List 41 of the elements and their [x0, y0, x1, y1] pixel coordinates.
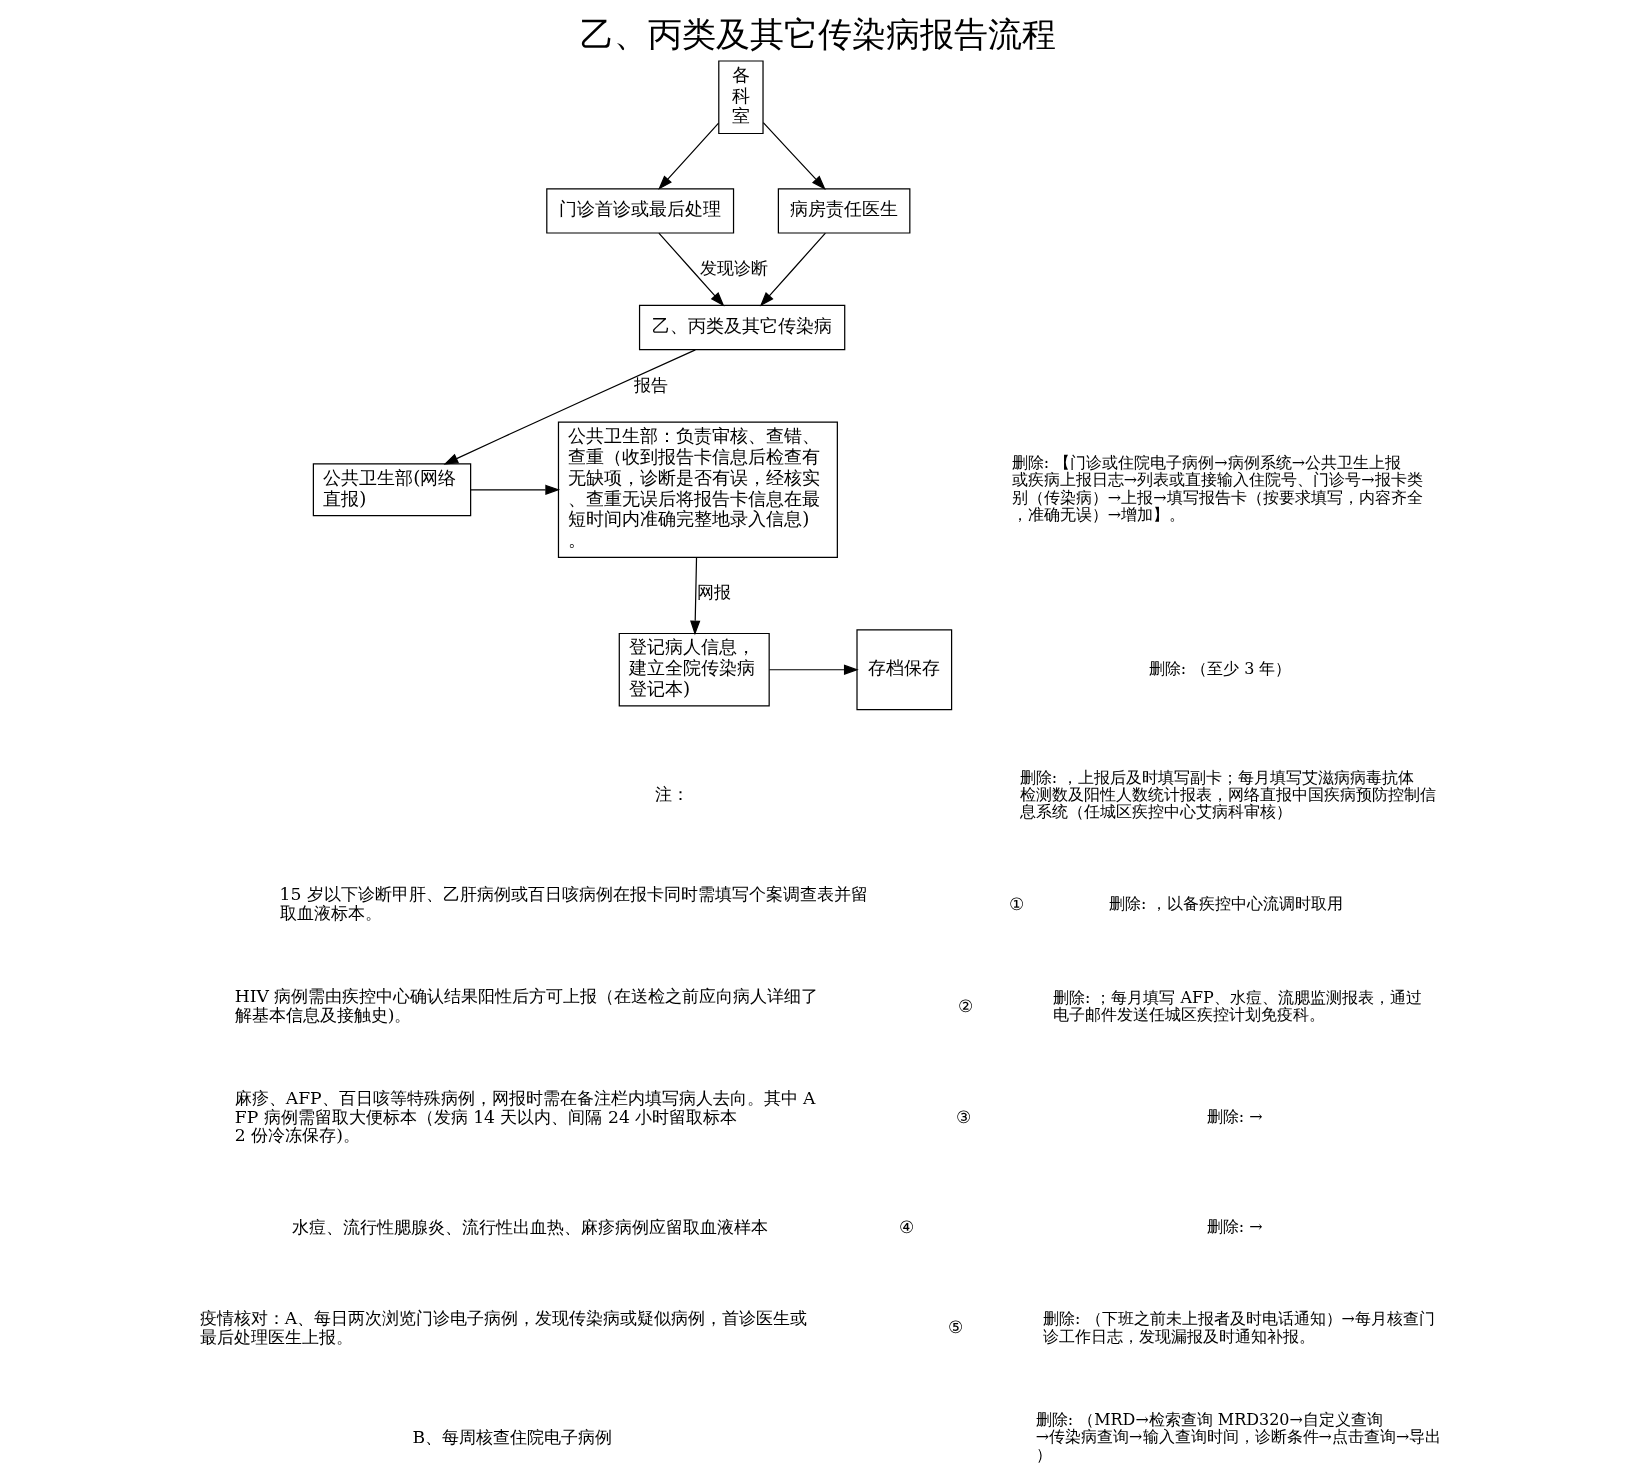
node-box: 登记病人信息，建立全院传染病登记本) [618, 632, 770, 707]
label: 删除: ，上报后及时填写副卡；每月填写艾滋病病毒抗体检测数及阳性人数统计报表，网络直报中国疾病预防控制信息系统（任城区疾控中心艾病科审核） [1019, 767, 1436, 822]
label: 删除: ，以备疾控中心流调时取用 [1108, 894, 1343, 914]
arrow [762, 122, 826, 190]
node-box: 公共卫生部(网络直报) [312, 463, 471, 517]
label: 疫情核对：A、每日两次浏览门诊电子病例，发现传染病或疑似病例，首诊医生或最后处理医生上报。 [199, 1308, 807, 1347]
node-box: 各科室 [717, 60, 764, 135]
label: 删除: （下班之前未上报者及时电话通知）→每月核查门诊工作日志，发现漏报及时通知补报。 [1042, 1309, 1435, 1346]
edge-label: 发现诊断 [699, 257, 768, 278]
label: 删除: → [1206, 1217, 1263, 1237]
node-box: 门诊首诊或最后处理 [545, 188, 734, 234]
label: 注： [654, 784, 689, 805]
label: ① [1008, 893, 1024, 914]
arrow [689, 557, 700, 636]
label: ② [957, 995, 973, 1016]
label: 删除: → [1206, 1107, 1263, 1127]
node-box: 病房责任医生 [777, 188, 910, 234]
edge-label: 网报 [697, 582, 731, 603]
label: 删除: （MRD→检索查询 MRD320→自定义查询→传染病查询→输入查询时间，诊断条件→点击查询→导出） [1035, 1410, 1441, 1464]
arrow [657, 232, 724, 307]
node-box: 乙、丙类及其它传染病 [638, 304, 845, 351]
node-box: 公共卫生部：负责审核、查错、查重（收到报告卡信息后检查有无缺项，诊断是否有误，经核实、查重无误后将报告卡信息在最短时间内准确完整地录入信息)。 [557, 421, 838, 558]
label: ④ [898, 1216, 914, 1237]
label: 水痘、流行性腮腺炎、流行性出血热、麻疹病例应留取血液样本 [291, 1216, 768, 1237]
diagram-title: 乙、丙类及其它传染病报告流程 [579, 13, 1056, 54]
label: 删除: ；每月填写 AFP、水痘、流腮监测报表，通过电子邮件发送任城区疾控计划免疫科。 [1052, 987, 1422, 1024]
label: 删除: （至少 3 年） [1148, 658, 1291, 678]
node-box: 存档保存 [855, 629, 952, 711]
label: B、每周核查住院电子病例 [412, 1426, 612, 1447]
arrow [759, 232, 826, 307]
arrow [443, 349, 696, 465]
edge-label: 报告 [633, 374, 668, 395]
arrow [469, 484, 560, 495]
arrow [657, 122, 719, 190]
label: ③ [955, 1106, 971, 1127]
label: HIV 病例需由疾控中心确认结果阳性后方可上报（在送检之前应向病人详细了解基本信息及接触史)。 [234, 986, 818, 1025]
label: 麻疹、AFP、百日咳等特殊病例，网报时需在备注栏内填写病人去向。其中 AFP 病例需留取大便标本（发病 14 天以内、间隔 24 小时留取标本 2 份冷冻保存)。 [234, 1088, 816, 1146]
label: 15 岁以下诊断甲肝、乙肝病例或百日咳病例在报卡同时需填写个案调查表并留取血液标本。 [279, 884, 868, 923]
arrow [768, 664, 859, 675]
label: ⑤ [947, 1317, 963, 1338]
label: 删除: 【门诊或住院电子病例→病例系统→公共卫生上报或疾病上报日志→列表或直接输入住院号、门诊号→报卡类别（传染病）→上报→填写报告卡（按要求填写，内容齐全，准确无误）→增加】。 [1011, 453, 1423, 524]
